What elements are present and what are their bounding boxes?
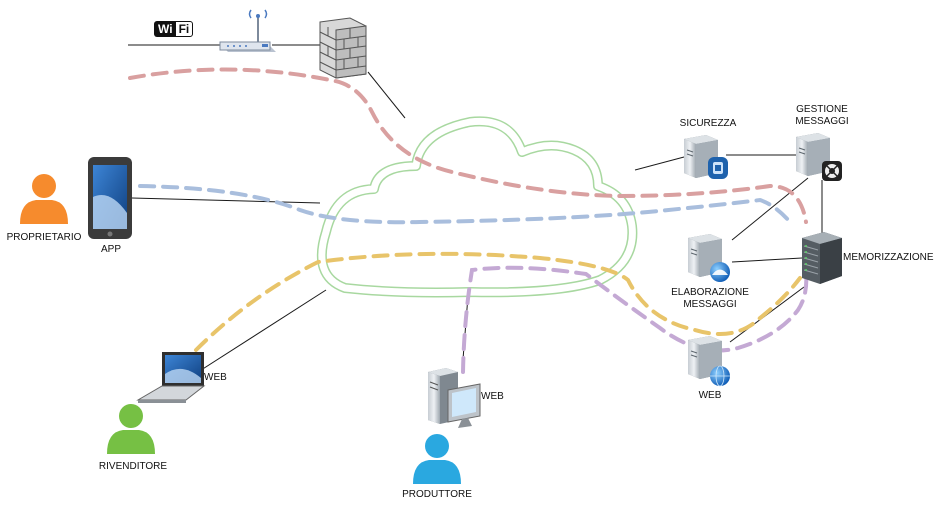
person-icon-produttore xyxy=(413,434,461,484)
label-rivenditore: RIVENDITORE xyxy=(98,461,168,472)
label-proprietario: PROPRIETARIO xyxy=(6,232,82,243)
connector-laptop-cloud xyxy=(197,289,327,373)
label-elaborazione-line2: MESSAGGI xyxy=(683,299,737,310)
server-rack-icon xyxy=(802,232,842,284)
data-path-blue xyxy=(138,184,792,225)
server-icon-gestione-messaggi xyxy=(795,132,842,181)
label-app: APP xyxy=(100,244,121,255)
connector-elaborazione-gestione xyxy=(731,177,809,241)
person-icon-rivenditore xyxy=(107,404,155,454)
wifi-router-icon xyxy=(219,9,276,52)
tablet-icon xyxy=(88,157,132,239)
server-icon-web xyxy=(687,335,730,387)
label-web-desktop: WEB xyxy=(481,391,504,402)
server-icon-elaborazione-messaggi xyxy=(687,233,730,282)
label-sicurezza: SICUREZZA xyxy=(679,118,737,129)
laptop-icon xyxy=(136,352,206,403)
label-web-laptop: WEB xyxy=(204,372,227,383)
wifi-logo-text-b: Fi xyxy=(174,21,194,37)
data-path-yellow xyxy=(194,251,802,352)
data-path-purple xyxy=(461,265,809,374)
cloud-icon xyxy=(316,116,638,298)
desktop-icon xyxy=(428,368,481,428)
connector-firewall-cloud xyxy=(367,71,406,119)
person-icon-proprietario xyxy=(20,174,68,224)
label-gestione-line1: GESTIONE xyxy=(796,104,848,115)
label-memorizzazione: MEMORIZZAZIONE xyxy=(843,252,934,263)
data-paths xyxy=(128,67,809,374)
label-elaborazione-line1: ELABORAZIONE xyxy=(671,287,749,298)
label-produttore: PRODUTTORE xyxy=(402,489,472,500)
wifi-logo-text-a: Wi xyxy=(154,21,175,37)
connector-cloud-sicurezza xyxy=(634,156,685,171)
data-path-red xyxy=(128,67,808,224)
connector-elaborazione-memorizzazione xyxy=(731,257,803,263)
server-icon-sicurezza xyxy=(683,134,728,179)
firewall-icon xyxy=(319,17,367,79)
label-gestione-line2: MESSAGGI xyxy=(795,116,849,127)
connector-tablet-cloud xyxy=(131,197,321,204)
label-web-server: WEB xyxy=(698,390,722,401)
